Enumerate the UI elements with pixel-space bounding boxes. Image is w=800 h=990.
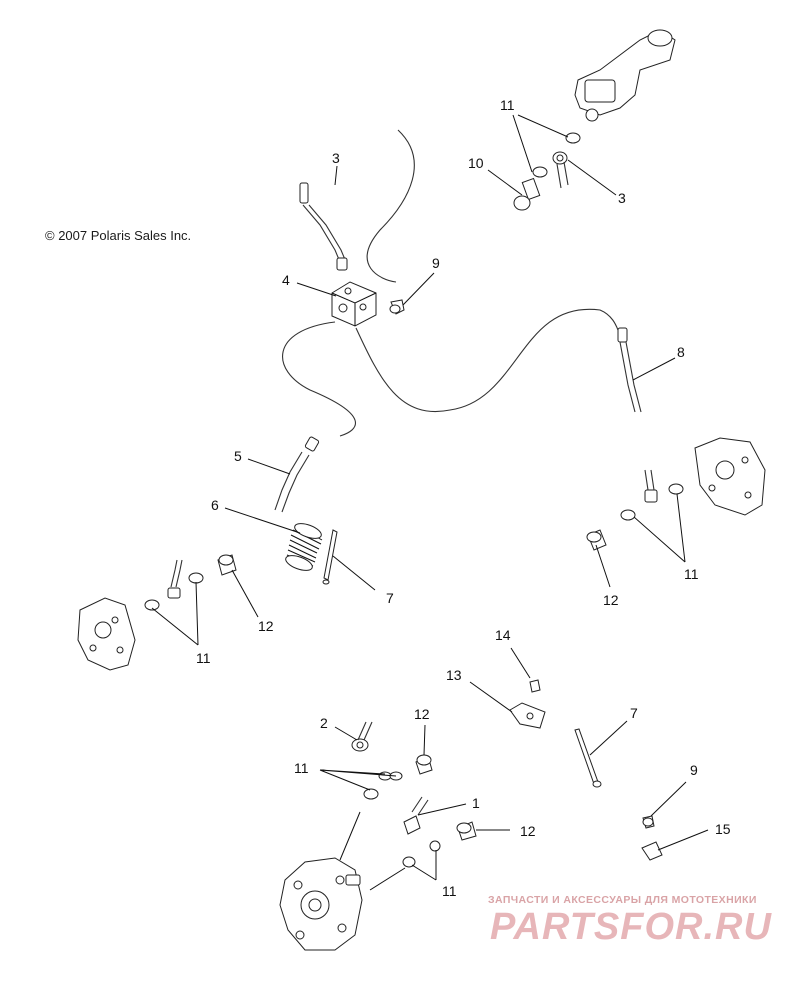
bleeder-screw-upper bbox=[389, 299, 405, 315]
callout-12-c: 12 bbox=[414, 706, 430, 722]
callout-9-a: 9 bbox=[432, 255, 440, 271]
callout-11-c: 11 bbox=[684, 566, 699, 582]
upper-fittings bbox=[513, 132, 581, 211]
pin-upper bbox=[322, 529, 338, 585]
callout-7-b: 7 bbox=[630, 705, 638, 721]
callout-3-b: 3 bbox=[332, 150, 340, 166]
spring bbox=[285, 523, 323, 571]
callout-6: 6 bbox=[211, 497, 219, 513]
callout-4: 4 bbox=[282, 272, 290, 288]
brake-hoses bbox=[282, 129, 619, 437]
master-cylinder bbox=[574, 29, 676, 122]
pin-lower bbox=[574, 728, 602, 788]
brake-line-left bbox=[274, 436, 320, 513]
callout-7-a: 7 bbox=[386, 590, 394, 606]
callout-2: 2 bbox=[320, 715, 328, 731]
callout-3-a: 3 bbox=[618, 190, 626, 206]
caliper-rear bbox=[279, 721, 477, 951]
callout-14: 14 bbox=[495, 627, 511, 643]
callout-11-b: 11 bbox=[196, 650, 211, 666]
bracket-block bbox=[509, 679, 546, 729]
callout-12-a: 12 bbox=[258, 618, 274, 634]
junction-block bbox=[331, 281, 377, 327]
callout-10: 10 bbox=[468, 155, 484, 171]
callout-12-d: 12 bbox=[520, 823, 536, 839]
callout-8: 8 bbox=[677, 344, 685, 360]
callout-13: 13 bbox=[446, 667, 462, 683]
watermark-subtitle: ЗАПЧАСТИ И АКСЕССУАРЫ ДЛЯ МОТОТЕХНИКИ bbox=[488, 894, 757, 906]
watermark-brand: PARTSFOR.RU bbox=[490, 906, 772, 948]
leader-lines bbox=[151, 114, 709, 891]
callout-12-b: 12 bbox=[603, 592, 619, 608]
callout-1: 1 bbox=[472, 795, 480, 811]
callout-11-d: 11 bbox=[294, 760, 309, 776]
callout-11-a: 11 bbox=[500, 97, 515, 113]
copyright-text: © 2007 Polaris Sales Inc. bbox=[45, 228, 192, 243]
caliper-right bbox=[586, 437, 766, 551]
callout-11-e: 11 bbox=[442, 883, 457, 899]
caliper-left bbox=[77, 554, 237, 671]
brake-line-upper bbox=[299, 182, 348, 271]
callout-5: 5 bbox=[234, 448, 242, 464]
callout-15: 15 bbox=[715, 821, 731, 837]
clip bbox=[641, 841, 663, 861]
brake-line-right bbox=[617, 327, 642, 413]
callout-9-b: 9 bbox=[690, 762, 698, 778]
bleeder-screw-lower bbox=[642, 815, 655, 829]
callout-labels: 11 3 10 3 4 9 8 5 6 7 11 12 12 11 14 13 … bbox=[196, 97, 731, 899]
